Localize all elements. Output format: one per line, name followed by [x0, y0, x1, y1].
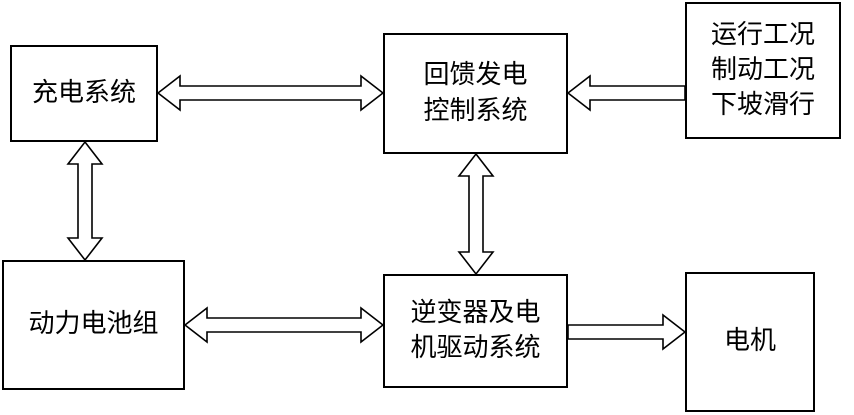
- power-battery-label: 动力电池组: [28, 309, 159, 340]
- arrow-charging-feedback: [156, 74, 385, 112]
- inverter-motor-drive-node: 逆变器及电 机驱动系统: [383, 274, 568, 388]
- power-battery-node: 动力电池组: [2, 260, 185, 390]
- arrow-inverter-motor: [567, 313, 687, 351]
- motor-label: 电机: [723, 326, 776, 357]
- arrow-conditions-feedback: [566, 74, 686, 112]
- inverter-motor-drive-label-line2: 机驱动系统: [410, 333, 541, 363]
- operating-conditions-line2: 制动工况: [710, 54, 815, 85]
- motor-node: 电机: [685, 272, 815, 412]
- operating-conditions-line1: 运行工况: [710, 19, 815, 50]
- feedback-control-label-line1: 回馈发电: [423, 60, 528, 91]
- inverter-motor-drive-label-line1: 逆变器及电: [410, 297, 541, 328]
- arrow-feedback-inverter: [457, 152, 495, 276]
- operating-conditions-line3: 下坡滑行: [710, 90, 815, 121]
- operating-conditions-node: 运行工况 制动工况 下坡滑行: [685, 2, 841, 139]
- feedback-control-node: 回馈发电 控制系统: [383, 33, 568, 154]
- charging-system-node: 充电系统: [10, 45, 158, 142]
- arrow-battery-inverter: [183, 306, 385, 344]
- arrow-charging-battery: [66, 140, 104, 262]
- charging-system-label: 充电系统: [31, 77, 136, 108]
- feedback-control-label-line2: 控制系统: [423, 95, 528, 126]
